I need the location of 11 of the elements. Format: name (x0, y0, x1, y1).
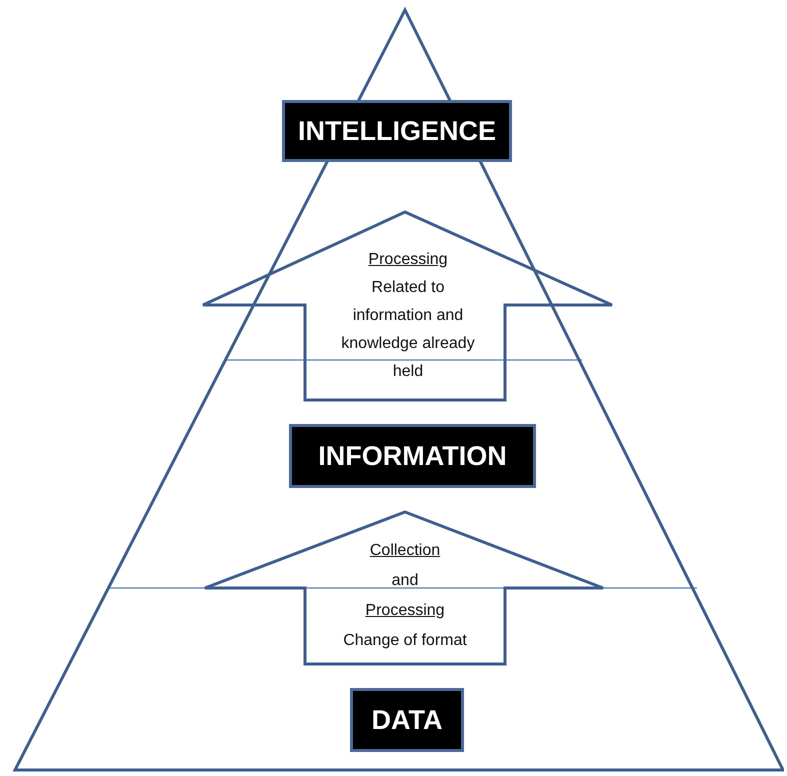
step-heading: Processing (368, 250, 448, 270)
step-description: Related to information and knowledge already held (340, 278, 476, 382)
step-heading: Collection (370, 541, 440, 561)
level-label: INFORMATION (289, 424, 536, 488)
step-description: Change of format (342, 631, 468, 651)
step-heading: Processing (365, 601, 445, 621)
level-label: INTELLIGENCE (282, 100, 512, 162)
block-arrow (202, 210, 614, 402)
block-arrow (204, 510, 604, 666)
level-label: DATA (350, 688, 464, 752)
step-description: and (390, 571, 420, 591)
